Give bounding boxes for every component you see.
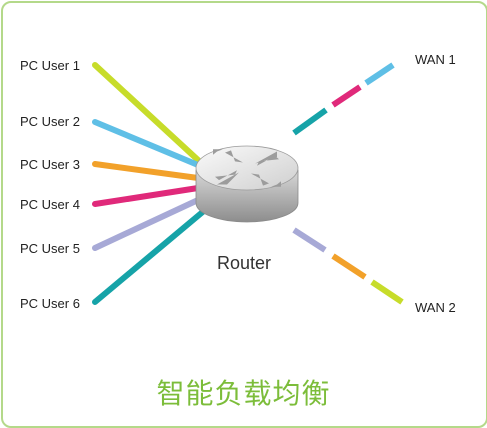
- caption: 智能负载均衡: [156, 377, 331, 410]
- router-label: Router: [217, 253, 272, 273]
- wan1-segment-b: [331, 84, 362, 108]
- wan2-segment-c: [292, 227, 327, 253]
- user-line-1: [92, 62, 201, 163]
- pc-user-6-label: PC User 6: [20, 296, 80, 311]
- pc-user-2-label: PC User 2: [20, 114, 80, 129]
- wan1-segment-a: [364, 62, 395, 86]
- user-line-5: [92, 197, 201, 251]
- wan-2-label: WAN 2: [415, 300, 456, 315]
- user-line-6: [92, 207, 208, 305]
- wan-1-label: WAN 1: [415, 52, 456, 67]
- pc-user-1-label: PC User 1: [20, 58, 80, 73]
- pc-user-4-label: PC User 4: [20, 197, 80, 212]
- user-line-4: [92, 185, 201, 207]
- pc-user-3-label: PC User 3: [20, 157, 80, 172]
- pc-user-5-label: PC User 5: [20, 241, 80, 256]
- wan1-segment-c: [292, 107, 328, 136]
- user-line-2: [92, 119, 201, 168]
- router: [195, 145, 299, 223]
- wan2-segment-a: [370, 279, 404, 305]
- wan2-segment-b: [331, 253, 367, 280]
- user-line-3: [92, 161, 201, 181]
